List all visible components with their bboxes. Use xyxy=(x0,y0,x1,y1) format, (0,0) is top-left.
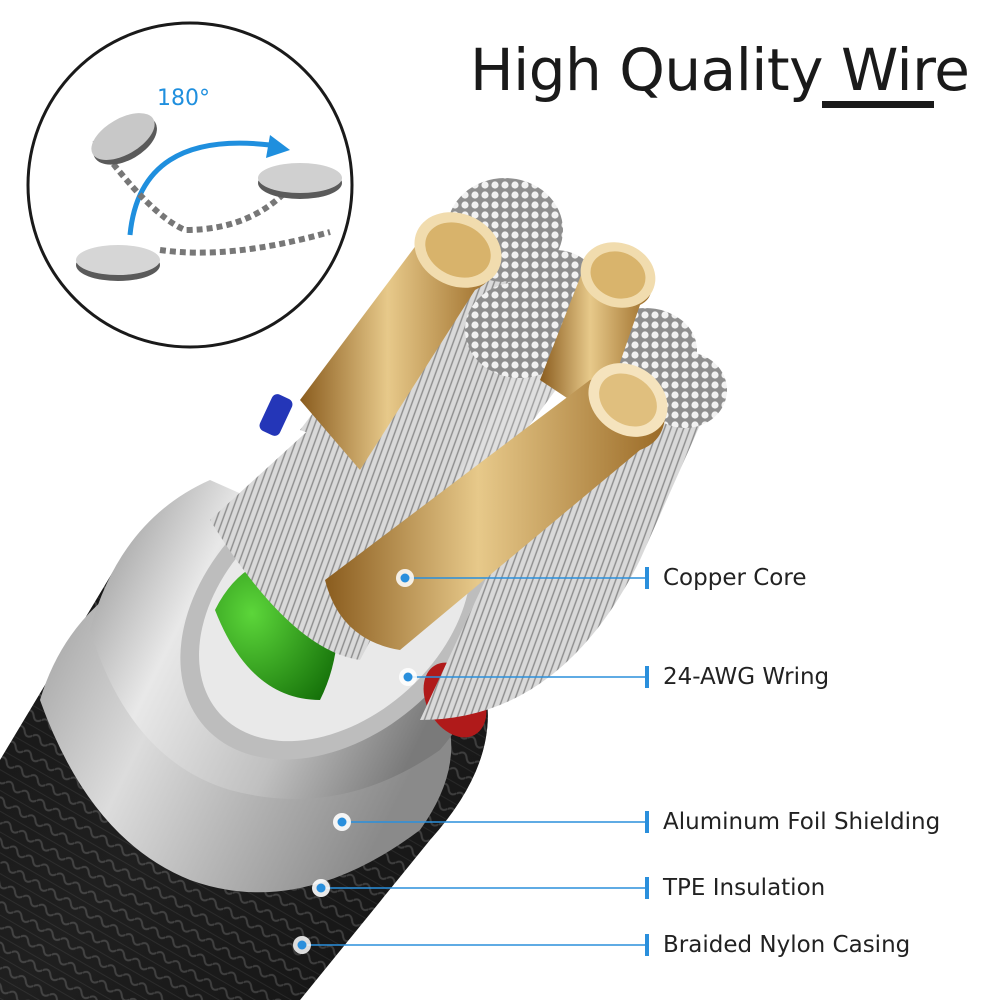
rotation-angle-label: 180° xyxy=(157,86,210,111)
callout-copper-core: Copper Core xyxy=(663,565,807,591)
callout-bar-tpe-insulation xyxy=(645,877,649,899)
callout-bar-foil-shielding xyxy=(645,811,649,833)
page-title: High Quality Wire xyxy=(470,36,970,104)
callout-bar-copper-core xyxy=(645,567,649,589)
callout-tpe-insulation: TPE Insulation xyxy=(663,875,826,901)
callout-markers xyxy=(293,569,417,954)
callout-foil-shielding: Aluminum Foil Shielding xyxy=(663,809,941,835)
title-plain: High Quality xyxy=(470,36,841,104)
callout-awg-wiring: 24-AWG Wring xyxy=(663,664,830,690)
callout-bar-awg-wiring xyxy=(645,666,649,688)
title-underlined-word: Wire xyxy=(840,36,970,104)
callout-nylon-casing: Braided Nylon Casing xyxy=(663,932,911,958)
callout-bar-nylon-casing xyxy=(645,934,649,956)
title-underline xyxy=(822,101,934,108)
